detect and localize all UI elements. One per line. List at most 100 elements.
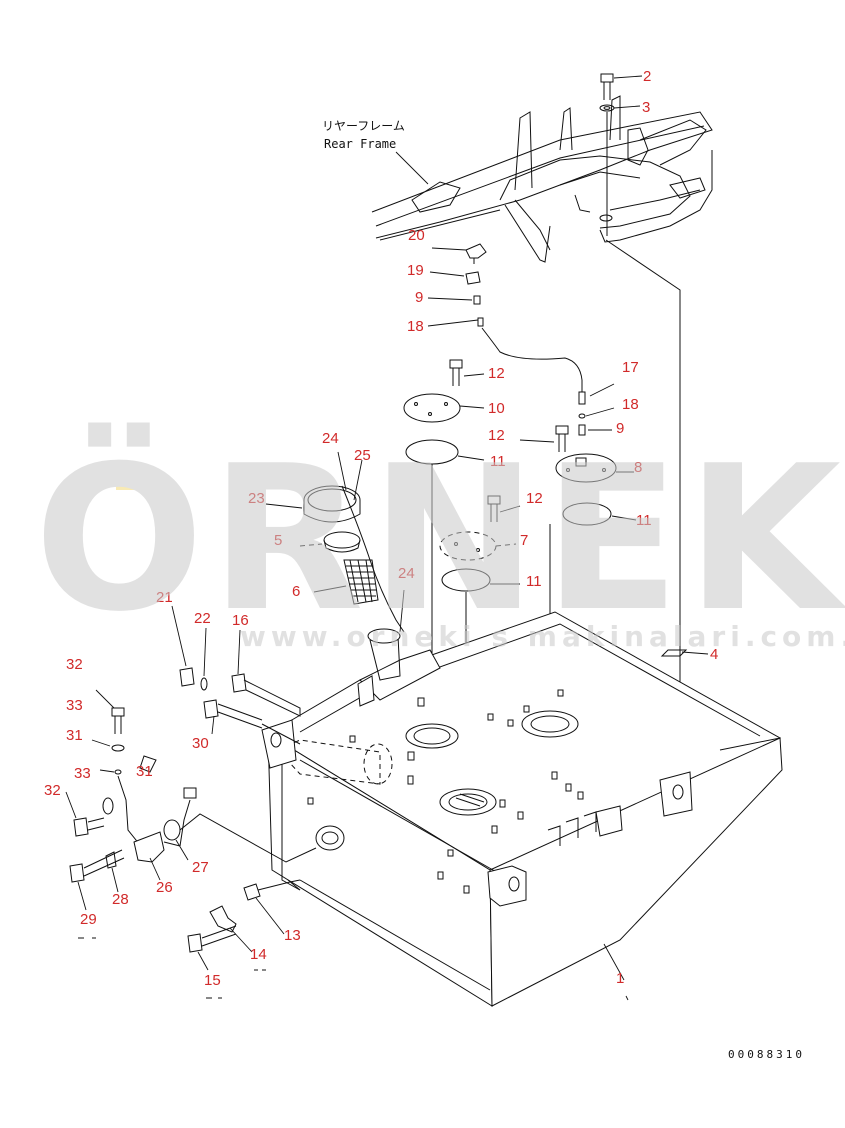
frame-label-english: Rear Frame: [324, 137, 396, 151]
bolt-30: [203, 699, 263, 729]
side-port: [315, 825, 345, 851]
bracket-rear: [659, 771, 693, 817]
callout-c11b: 11: [636, 512, 652, 529]
sensor-wire: [481, 327, 583, 392]
drawing-code: 00088310: [728, 1048, 805, 1061]
cover-8: [555, 453, 617, 483]
callout-c18a: 18: [407, 318, 424, 335]
chain-25: [341, 485, 405, 633]
rear-frame: [371, 95, 713, 263]
fitting-9a: [473, 295, 481, 305]
callout-c3: 3: [642, 99, 650, 116]
adapter-5: [323, 531, 361, 553]
bolt-12c: [487, 495, 501, 522]
bracket-front: [487, 865, 527, 907]
level-sender-26: [133, 787, 197, 863]
tank-body-1: [261, 611, 783, 1007]
callout-c23: 23: [248, 490, 265, 507]
callout-c24b: 24: [398, 565, 415, 582]
washer-31a: [111, 744, 125, 752]
clamp-14: [209, 905, 237, 933]
washer-22: [200, 677, 208, 691]
callout-c31a: 31: [66, 727, 83, 744]
bolt-15: [187, 925, 237, 953]
filler-cap-23: [303, 485, 361, 523]
callout-c30: 30: [192, 735, 209, 752]
callout-c5: 5: [274, 532, 282, 549]
callout-c12a: 12: [488, 365, 505, 382]
callout-c17: 17: [622, 359, 639, 376]
callout-c8: 8: [634, 459, 642, 476]
callout-c15: 15: [204, 972, 221, 989]
harness-wire: [117, 775, 145, 851]
callout-c25: 25: [354, 447, 371, 464]
callout-c12c: 12: [526, 490, 543, 507]
callout-c19: 19: [407, 262, 424, 279]
callout-c11c: 11: [526, 573, 542, 590]
gasket-11c: [441, 568, 491, 592]
fitting-18a: [477, 317, 484, 327]
cover-10: [403, 393, 461, 423]
callout-c32a: 32: [66, 656, 83, 673]
bolt-29: [69, 849, 125, 883]
callout-c10: 10: [488, 400, 505, 417]
bolt-12b: [555, 425, 569, 452]
callout-c16: 16: [232, 612, 249, 629]
bolt-2: [600, 73, 614, 100]
clip-31b: [139, 755, 157, 773]
callout-c22: 22: [194, 610, 211, 627]
washer-33b: [114, 769, 122, 775]
callout-c7: 7: [520, 532, 528, 549]
callout-c32b: 32: [44, 782, 61, 799]
callout-c6: 6: [292, 583, 300, 600]
callout-c18b: 18: [622, 396, 639, 413]
callout-c11a: 11: [490, 453, 506, 470]
callout-c12b: 12: [488, 427, 505, 444]
nut-21: [179, 667, 195, 687]
callout-c31b: 31: [136, 763, 153, 780]
callout-c13: 13: [284, 927, 301, 944]
callout-c4: 4: [710, 646, 718, 663]
frame-label-japanese: リヤーフレーム: [322, 119, 405, 133]
fitting-18b: [578, 413, 586, 419]
watermark-brand: ÖRNEK: [34, 422, 845, 656]
opening-8: [521, 710, 579, 738]
watermark-accent-left: [74, 476, 102, 490]
fitting-28: [105, 851, 117, 869]
filler-neck: [367, 628, 401, 644]
connector-19: [465, 271, 481, 285]
callout-c20: 20: [408, 227, 425, 244]
gasket-11b: [562, 502, 612, 526]
callout-c2: 2: [643, 68, 651, 85]
callout-c26: 26: [156, 879, 173, 896]
cock-13: [243, 881, 291, 901]
spacer-16: [231, 673, 301, 717]
callout-c21: 21: [156, 589, 173, 606]
callout-c33b: 33: [74, 765, 91, 782]
o-ring-27: [163, 819, 181, 841]
bracket-left: [261, 719, 297, 769]
callout-c28: 28: [112, 891, 129, 908]
frame-label-leader: [395, 151, 429, 185]
watermark-accent-right: [116, 476, 144, 490]
fitting-17: [578, 391, 586, 405]
bolt-12a: [449, 359, 463, 386]
callout-c9a: 9: [415, 289, 423, 306]
watermark: ÖRNEK www.orneki s makinalari.com.tr: [34, 422, 845, 656]
watermark-url: www.orneki s makinalari.com.tr: [240, 620, 845, 653]
callout-c1: 1: [616, 970, 624, 987]
sensor-20: [465, 243, 487, 264]
callout-c9b: 9: [616, 420, 624, 437]
callout-c27: 27: [192, 859, 209, 876]
callout-c14: 14: [250, 946, 267, 963]
callout-c24a: 24: [322, 430, 339, 447]
washer-33c: [102, 797, 114, 815]
strainer-6: [343, 559, 379, 605]
bolt-32: [73, 817, 105, 837]
fitting-9b: [578, 424, 586, 436]
bolt-33a: [111, 707, 125, 734]
callout-c33a: 33: [66, 697, 83, 714]
